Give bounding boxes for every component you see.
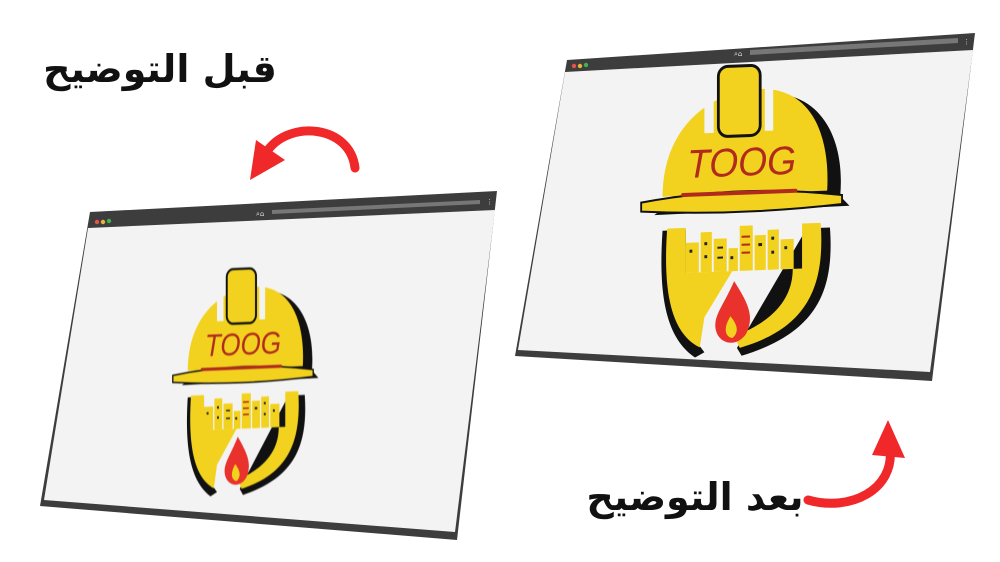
window-close-dot[interactable] — [571, 63, 577, 69]
browser-window-after: ⌕⌂ ⋮ TOOG — [515, 33, 975, 381]
label-before: قبل التوضيح — [43, 47, 277, 91]
window-maximize-dot[interactable] — [106, 218, 112, 224]
browser-window-before: ⌕⌂ ⋮ TOOG — [40, 191, 497, 540]
window-close-dot[interactable] — [94, 219, 100, 225]
arrow-after-icon — [803, 420, 905, 508]
search-icon[interactable]: ⌕⌂ — [256, 210, 264, 218]
logo-brand-text: TOOG — [687, 139, 796, 188]
logo-brand-text: TOOG — [205, 326, 281, 364]
label-after: بعد التوضيح — [586, 475, 803, 519]
menu-dots-icon[interactable]: ⋮ — [963, 38, 970, 46]
address-bar[interactable] — [272, 200, 480, 214]
logo-before: TOOG — [171, 264, 320, 500]
window-maximize-dot[interactable] — [583, 62, 589, 68]
address-bar[interactable] — [750, 38, 958, 55]
window-minimize-dot[interactable] — [100, 219, 106, 225]
menu-dots-icon[interactable]: ⋮ — [486, 198, 493, 206]
search-icon[interactable]: ⌕⌂ — [734, 50, 742, 58]
arrow-before-icon — [250, 126, 360, 180]
window-minimize-dot[interactable] — [577, 63, 583, 69]
logo-after: TOOG — [639, 60, 851, 362]
